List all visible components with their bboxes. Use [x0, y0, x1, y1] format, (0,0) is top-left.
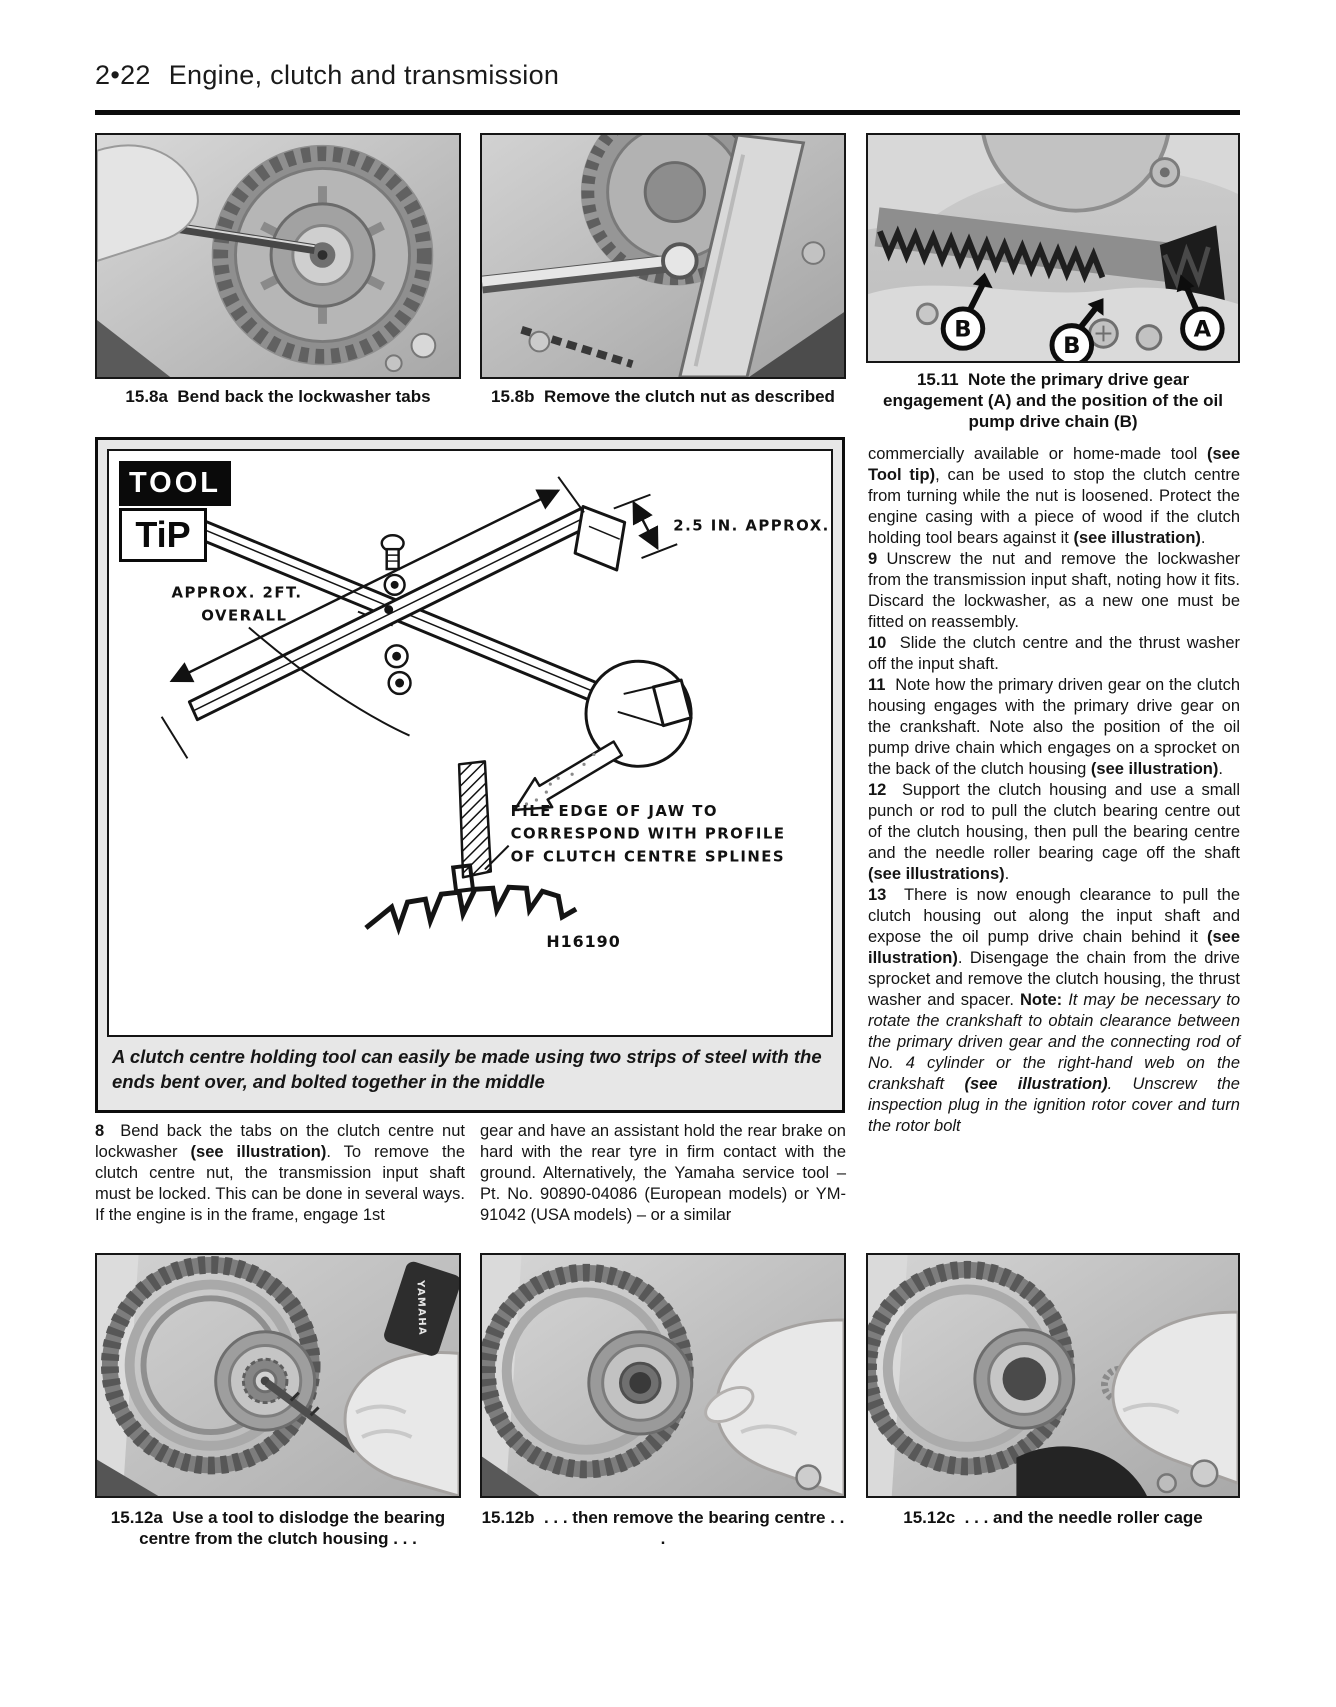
- step-9: 9 Unscrew the nut and remove the lockwas…: [868, 549, 1240, 633]
- text-run: It may be necessary to rotate the cranks…: [868, 991, 1240, 1093]
- label-file-edge-1: FILE EDGE OF JAW TO: [511, 802, 718, 820]
- callout-a: A: [1176, 274, 1225, 351]
- caption-15-12a: 15.12a Use a tool to dislodge the bearin…: [110, 1508, 446, 1548]
- photo-15-12a-art: YAMAHA: [97, 1255, 459, 1496]
- text-run: . To remove the clutch centre nut, the t…: [95, 1143, 465, 1224]
- photo-15-12c-art: [868, 1255, 1238, 1496]
- tool-tip-badge-bottom: TiP: [119, 508, 207, 562]
- label-file-edge-2: CORRESPOND WITH PROFILE: [511, 825, 786, 843]
- text-run: 8: [95, 1122, 121, 1140]
- page-header: 2•22 Engine, clutch and transmission: [95, 60, 559, 91]
- caption-15-8a: 15.8a Bend back the lockwasher tabs: [125, 387, 431, 406]
- paragraph-continued: commercially available or home-made tool…: [868, 444, 1240, 549]
- text-run: commercially available or home-made tool: [868, 445, 1207, 463]
- page-title: Engine, clutch and transmission: [168, 60, 560, 90]
- text-run: (see illustration): [190, 1143, 327, 1161]
- step-10: 10 Slide the clutch centre and the thrus…: [868, 633, 1240, 675]
- label-overall: OVERALL: [201, 607, 287, 625]
- text-run: 10: [868, 634, 900, 652]
- text-run: (see illustration): [964, 1075, 1108, 1093]
- text-run: 11: [868, 676, 896, 694]
- tool-tip-caption: A clutch centre holding tool can easily …: [112, 1046, 822, 1092]
- text-run: .: [1218, 760, 1223, 778]
- caption-15-12b: 15.12b . . . then remove the bearing cen…: [481, 1508, 845, 1548]
- bottom-text-col1: 8 Bend back the tabs on the clutch centr…: [95, 1121, 465, 1226]
- text-run: (see illustrations): [868, 865, 1005, 883]
- label-file-edge-3: OF CLUTCH CENTRE SPLINES: [511, 847, 785, 865]
- text-run: 9: [868, 550, 887, 568]
- text-run: Note:: [1020, 991, 1063, 1009]
- text-run: (see illustration): [1090, 760, 1219, 778]
- yamaha-logo: YAMAHA: [384, 1261, 459, 1356]
- photo-15-12b-art: [482, 1255, 844, 1496]
- text-run: , can be used to stop the clutch centre …: [868, 466, 1240, 547]
- tool-tip-badge: TOOL TiP: [119, 461, 231, 562]
- text-run: There is now enough clearance to pull th…: [868, 886, 1240, 946]
- photo-15-8a: [95, 133, 461, 379]
- bottom-text-col2: gear and have an assistant hold the rear…: [480, 1121, 846, 1226]
- text-run: gear and have an assistant hold the rear…: [480, 1122, 846, 1224]
- text-run: (see Tool tip): [868, 445, 1240, 484]
- caption-15-11: 15.11 Note the primary drive gear engage…: [883, 370, 1223, 431]
- step-12: 12 Support the clutch housing and use a …: [868, 780, 1240, 885]
- label-approx-2ft: APPROX. 2FT.: [172, 584, 303, 602]
- photo-15-11: B B A: [866, 133, 1240, 363]
- text-run: . Disengage the chain from the drive spr…: [868, 949, 1240, 1009]
- label-2-5-in: 2.5 IN. APPROX.: [673, 516, 830, 534]
- photo-15-8b-art: [482, 135, 844, 377]
- tool-tip-drawing-panel: TOOL TiP: [107, 449, 833, 1037]
- text-run: 13: [868, 886, 904, 904]
- tool-tip-badge-top: TOOL: [119, 461, 231, 506]
- text-run: (see illustration): [868, 928, 1240, 967]
- svg-text:B: B: [954, 317, 971, 343]
- svg-text:B: B: [1063, 333, 1080, 359]
- svg-text:YAMAHA: YAMAHA: [414, 1279, 427, 1336]
- step-8: 8 Bend back the tabs on the clutch centr…: [95, 1121, 465, 1226]
- text-run: Note how the primary driven gear on the …: [868, 676, 1240, 778]
- right-column: commercially available or home-made tool…: [868, 444, 1240, 1137]
- tool-diagram: APPROX. 2FT. OVERALL 2.5 IN. APPROX.: [160, 476, 830, 951]
- callout-b2: B: [1049, 298, 1104, 361]
- text-run: 12: [868, 781, 902, 799]
- photo-15-8a-art: [97, 135, 459, 377]
- photo-15-11-art: B B A: [868, 135, 1238, 361]
- caption-15-8b: 15.8b Remove the clutch nut as described: [491, 387, 835, 406]
- photo-15-12a: YAMAHA: [95, 1253, 461, 1498]
- photo-15-12c: [866, 1253, 1240, 1498]
- text-run: Unscrew the nut and remove the lockwashe…: [868, 550, 1241, 631]
- label-figure-code: H16190: [546, 932, 620, 951]
- callout-b1: B: [940, 272, 993, 351]
- text-run: Support the clutch housing and use a sma…: [868, 781, 1240, 862]
- svg-text:A: A: [1194, 317, 1212, 343]
- text-run: . Unscrew the inspection plug in the ign…: [868, 1075, 1240, 1135]
- tool-tip-box: TOOL TiP: [95, 437, 845, 1113]
- caption-15-12c: 15.12c . . . and the needle roller cage: [903, 1508, 1203, 1527]
- text-run: .: [1200, 529, 1206, 547]
- page-number: 2•22: [95, 60, 151, 90]
- text-run: Slide the clutch centre and the thrust w…: [868, 634, 1240, 673]
- text-run: (see illustration): [1073, 529, 1201, 547]
- header-rule: [95, 110, 1240, 115]
- step-13: 13 There is now enough clearance to pull…: [868, 885, 1240, 1137]
- step-8-continued: gear and have an assistant hold the rear…: [480, 1121, 846, 1226]
- step-11: 11 Note how the primary driven gear on t…: [868, 675, 1240, 780]
- text-run: .: [1004, 865, 1010, 883]
- text-run: Bend back the tabs on the clutch centre …: [95, 1122, 465, 1161]
- photo-15-12b: [480, 1253, 846, 1498]
- photo-15-8b: [480, 133, 846, 379]
